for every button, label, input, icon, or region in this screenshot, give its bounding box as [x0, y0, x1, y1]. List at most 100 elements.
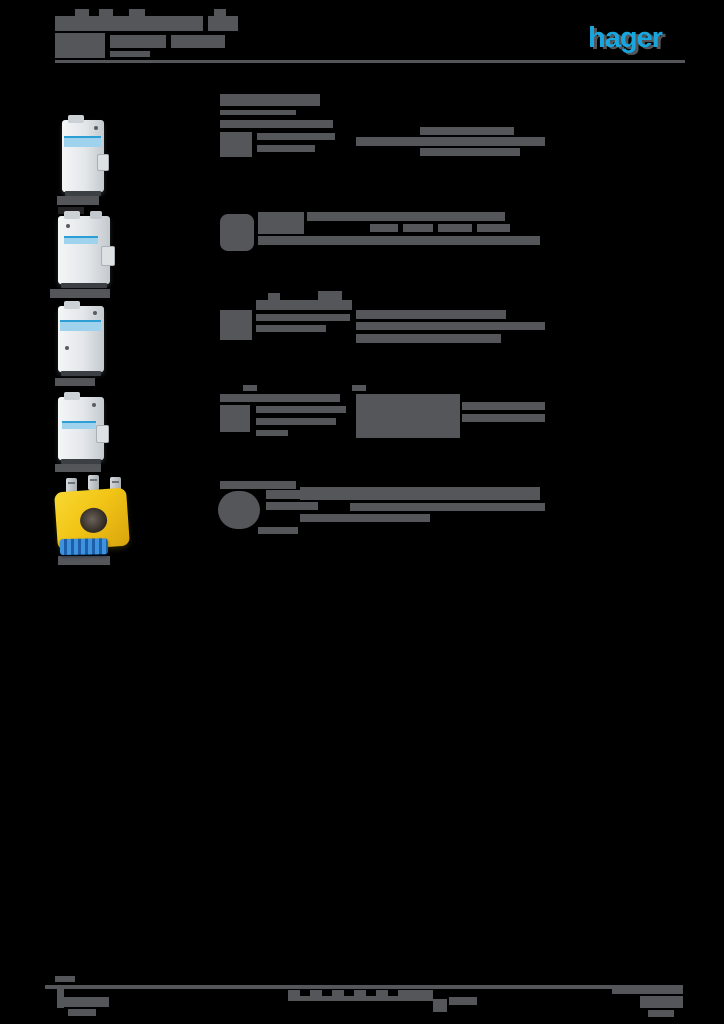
module-shadow [61, 283, 107, 288]
footer-center-notch [366, 990, 376, 996]
title-text-redacted [75, 9, 89, 16]
product-photo-auxiliary-contact-2 [58, 211, 115, 288]
section-title-redacted [220, 94, 320, 106]
row3-description-redacted [356, 310, 506, 319]
subtitle-text-redacted [171, 35, 225, 48]
footer-center-text-redacted [449, 997, 477, 1005]
row4-description-redacted [462, 402, 545, 410]
row5-wiring-symbol-icon [218, 491, 260, 529]
row3-description-redacted [356, 334, 501, 343]
module-screw-dot [66, 224, 70, 228]
row3-description-redacted [356, 322, 545, 330]
module-shadow [61, 371, 101, 376]
row3-heading-redacted [256, 300, 352, 310]
product5-reference-redacted [58, 556, 110, 565]
device-body [54, 487, 130, 556]
device-blue-comb [59, 538, 109, 556]
row2-wiring-symbol-icon [220, 214, 254, 251]
row2-description-redacted [477, 224, 510, 232]
title-text-redacted [208, 16, 238, 31]
module-screw-dot [94, 126, 98, 130]
row1-text-redacted [220, 110, 296, 115]
subtitle-text-redacted [110, 35, 166, 48]
product4-reference-redacted [55, 464, 101, 472]
row2-description-redacted [438, 224, 472, 232]
title-text-redacted [55, 16, 203, 31]
row5-text-redacted [258, 527, 298, 534]
title-text-redacted [129, 9, 145, 16]
footer-left-mark-redacted [57, 989, 64, 1008]
module-lever [96, 425, 109, 443]
row1-text-redacted [257, 145, 315, 152]
module-terminal [68, 115, 84, 123]
module-shadow [65, 191, 101, 196]
module-label-stripe [62, 421, 96, 429]
footer-left-text-redacted [68, 1009, 96, 1016]
row2-description-redacted [370, 224, 398, 232]
row1-description-redacted [420, 127, 514, 135]
footer-center-notch [388, 990, 398, 996]
footer-note-redacted [55, 976, 75, 982]
title-text-redacted [99, 9, 113, 16]
row3-text-redacted [256, 325, 326, 332]
footer-page-number-redacted [648, 1010, 674, 1017]
module-screw-dot [93, 311, 97, 315]
row1-wiring-symbol-icon [220, 132, 252, 157]
row4-text-redacted [256, 430, 288, 436]
product1-reference-redacted [57, 196, 99, 205]
module-body [58, 306, 104, 372]
terminal-screw [88, 475, 99, 490]
module-label-stripe [64, 136, 101, 147]
row5-heading-redacted [220, 481, 296, 489]
product-photo-auxiliary-contact-4 [58, 392, 109, 464]
subtitle-text-redacted [110, 51, 150, 57]
title-text-redacted [214, 9, 226, 16]
device-cable-hole [79, 506, 108, 534]
terminal-screw [110, 477, 121, 492]
footer-center-notch [322, 990, 332, 996]
footer-rule [45, 985, 683, 989]
module-terminal [64, 301, 80, 309]
row4-wiring-symbol-icon [220, 405, 250, 432]
row4-text-redacted [352, 385, 366, 391]
row3-text-redacted [268, 293, 280, 300]
row3-text-redacted [256, 314, 350, 321]
row2-description-redacted [258, 236, 540, 245]
module-label-stripe [60, 320, 101, 331]
footer-page-number-redacted [640, 996, 683, 1008]
row5-text-redacted [266, 490, 336, 499]
terminal-screw [66, 478, 77, 493]
module-terminal [90, 211, 102, 219]
module-label-stripe [64, 236, 98, 244]
module-shadow [61, 459, 101, 464]
row5-description-redacted [350, 503, 545, 511]
footer-rule-end [612, 985, 683, 994]
title-text-redacted [55, 33, 105, 58]
footer-left-text-redacted [64, 997, 109, 1007]
module-terminal [64, 211, 80, 219]
product3-reference-redacted [55, 378, 95, 386]
row1-text-redacted [257, 133, 335, 140]
row5-text-redacted [266, 502, 318, 510]
module-screw-dot [65, 346, 69, 350]
product-photo-auxiliary-contact-3 [58, 301, 104, 376]
row2-description-redacted [403, 224, 433, 232]
footer-center-text-redacted [433, 999, 447, 1012]
footer-center-notch [344, 990, 354, 996]
row2-description-redacted [307, 212, 505, 221]
row1-description-redacted [420, 148, 520, 156]
row1-description-redacted [356, 137, 545, 146]
hager-logo: hager [588, 22, 663, 54]
product-photo-auxiliary-contact-1 [62, 115, 109, 196]
row4-text-redacted [243, 385, 257, 391]
row5-description-redacted [300, 514, 430, 522]
footer-center-text-redacted [288, 990, 433, 1001]
product2-reference-redacted [50, 289, 110, 298]
row4-text-redacted [256, 418, 336, 425]
product-photo-yellow-transformer [54, 475, 136, 556]
module-lever [97, 154, 109, 171]
footer-center-notch [300, 990, 310, 996]
module-screw-dot [92, 403, 96, 407]
row3-text-redacted [318, 291, 342, 300]
